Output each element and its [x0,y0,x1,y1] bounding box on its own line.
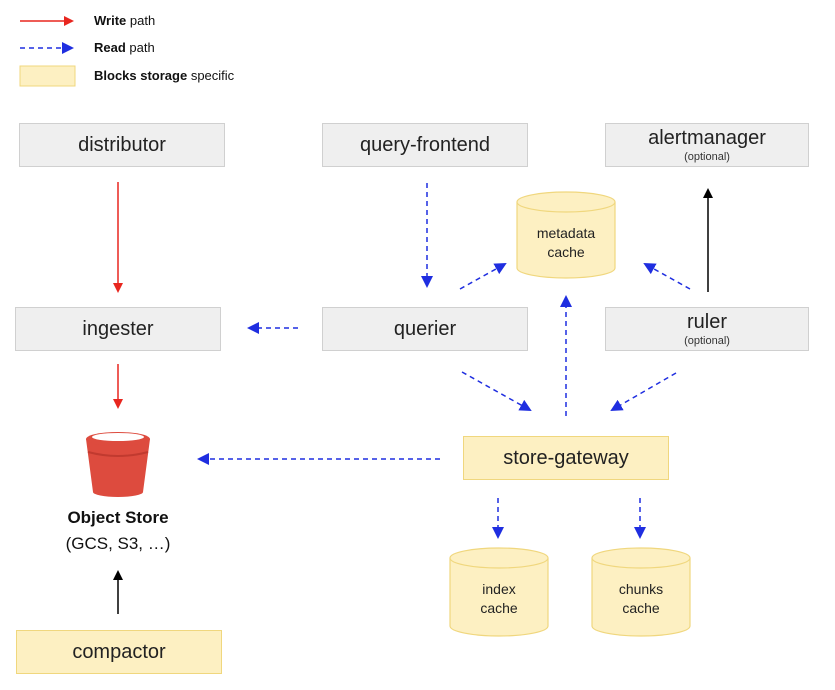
store-gateway-box: store-gateway [463,436,669,480]
compactor-box: compactor [16,630,222,674]
ingester-label: ingester [82,318,154,340]
index-cache-label: index cache [450,580,548,618]
alertmanager-label: alertmanager [648,127,766,149]
chunks-cache-line2: cache [622,600,660,616]
alertmanager-box: alertmanager (optional) [605,123,809,167]
arrow-querier-to-metadata [459,263,507,290]
query-frontend-label: query-frontend [359,134,491,156]
legend-write-label: Write path [94,13,156,28]
querier-box: querier [322,307,528,351]
index-cache-cylinder [449,547,549,637]
store-gateway-label: store-gateway [503,447,629,469]
ruler-label: ruler [686,311,727,333]
querier-label: querier [393,318,457,340]
metadata-cache-cylinder [516,191,616,279]
chunks-cache-label: chunks cache [592,580,690,618]
index-cache-line1: index [482,581,516,597]
metadata-cache-line2: cache [547,244,585,260]
alertmanager-optional-note: (optional) [684,151,730,163]
distributor-label: distributor [78,134,166,156]
query-frontend-box: query-frontend [322,123,528,167]
metadata-cache-line1: metadata [536,225,596,241]
arrow-ruler-to-metadata [643,263,691,290]
legend-blocks-label: Blocks storage specific [94,68,235,83]
legend-read-label: Read path [94,40,155,55]
compactor-label: compactor [72,641,166,663]
chunks-cache-cylinder [591,547,691,637]
legend-blocks-swatch [19,65,76,87]
ingester-box: ingester [15,307,221,351]
distributor-box: distributor [19,123,225,167]
bucket-icon [86,432,150,497]
arrow-querier-to-storegw [461,371,532,411]
chunks-cache-line1: chunks [618,581,664,597]
arrow-ruler-to-storegw [610,372,677,412]
metadata-cache-label: metadata cache [517,224,615,262]
ruler-box: ruler (optional) [605,307,809,351]
index-cache-line2: cache [480,600,518,616]
object-store-subtitle: (GCS, S3, …) [65,534,171,553]
ruler-optional-note: (optional) [684,335,730,347]
object-store-title: Object Store [67,508,169,527]
